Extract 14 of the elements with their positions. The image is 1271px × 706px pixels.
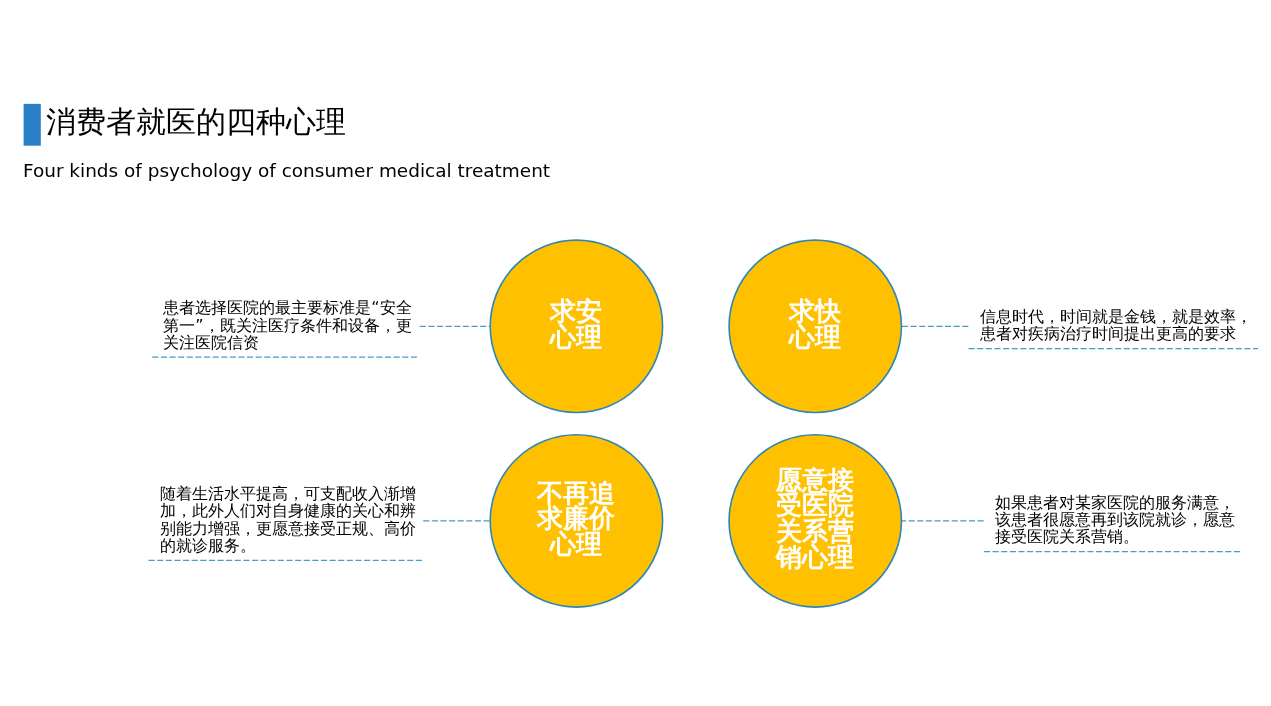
node-text: 如果患者对某家医院的服务满意，该患者很愿意再到该院就诊，愿意接受医院关系营销。 [995,492,1236,547]
node-text: 随着生活水平提高，可支配收入渐增加，此外人们对自身健康的关心和辨别能力增强，更愿意接受正规、高价的就诊服务。 [159,484,416,555]
node-text: 患者选择医院的最主要标准是“安全第一”，既关注医疗条件和设备，更关注医院信资 [163,298,412,352]
connector [901,520,985,522]
node-text: 信息时代，时间就是金钱，就是效率，患者对疾病治疗时间提出更高的要求 [979,306,1252,344]
diagram-title: 消费者就医的四种心理 [45,105,346,140]
connector [419,325,491,327]
node-circle: 求安心理 [489,239,664,414]
node-circle: 不再追求廉价心理 [489,433,664,608]
connector [901,325,969,327]
connector [422,520,491,522]
node-circle: 愿意接受医院关系营销心理 [728,433,903,608]
label: Four kinds of psychology of consumer medical treatment [22,160,551,182]
node-circle: 求快心理 [728,239,903,414]
